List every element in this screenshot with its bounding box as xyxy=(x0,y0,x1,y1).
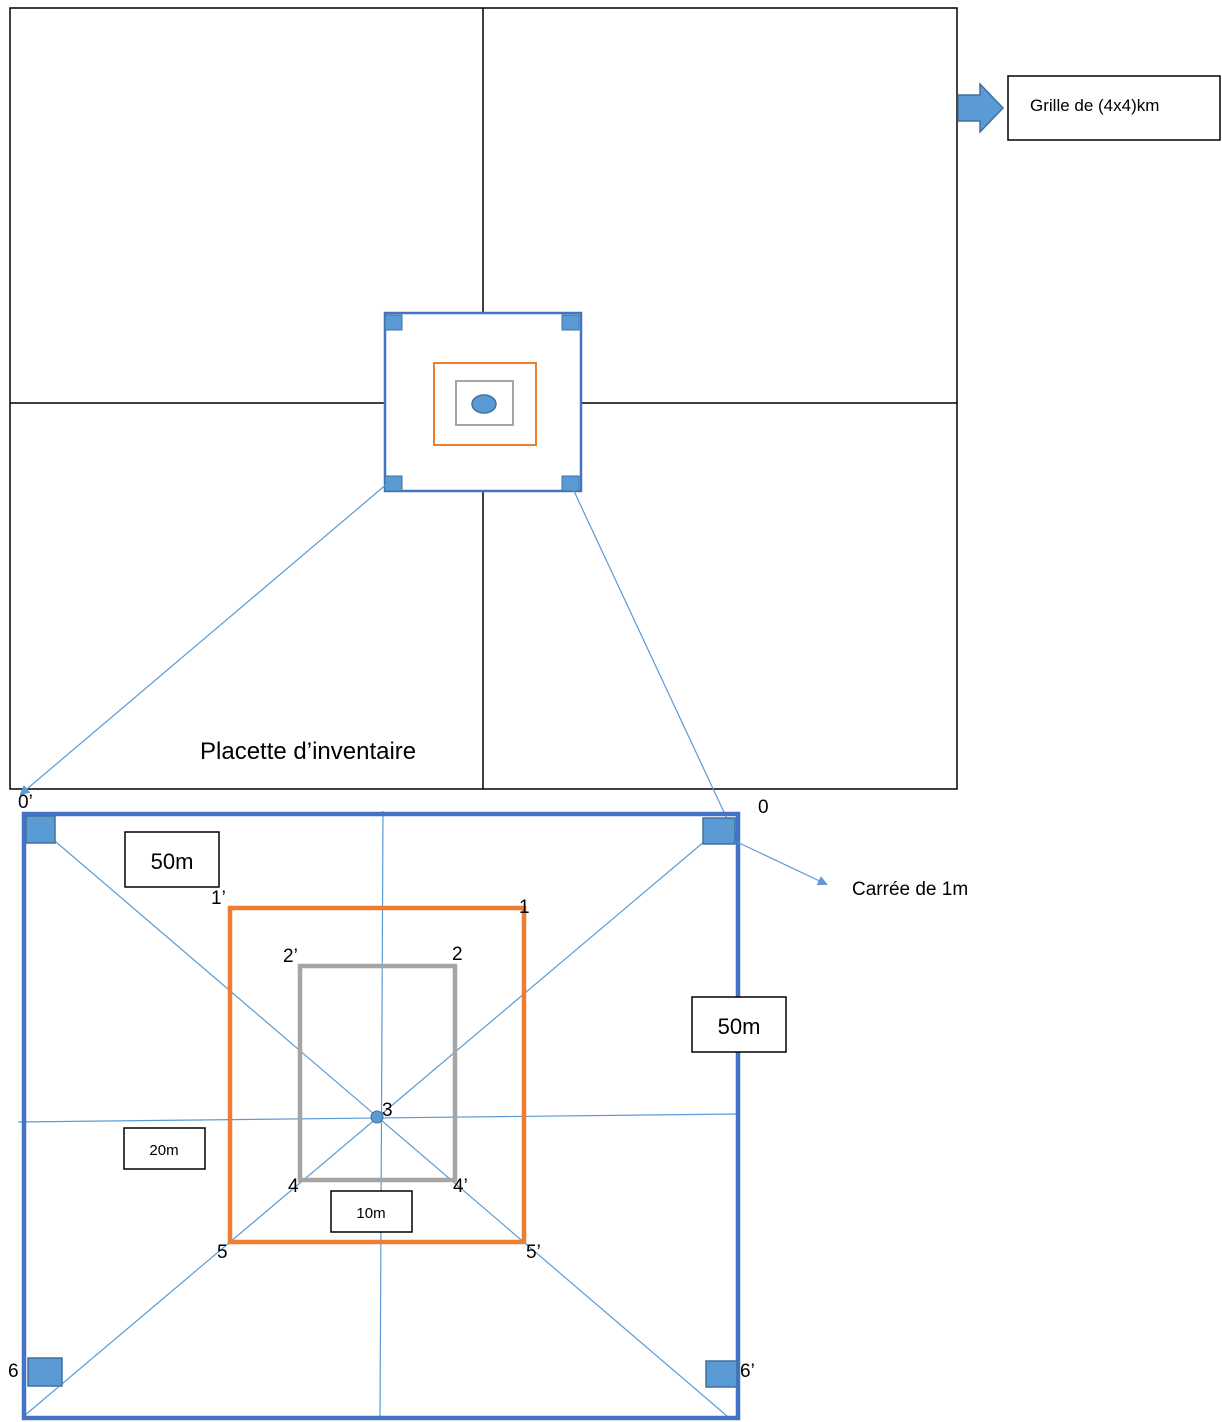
dim-box-inner xyxy=(330,1190,413,1233)
grid-4x4km xyxy=(9,7,958,790)
mini-center-point xyxy=(471,394,497,414)
dim-label-top: 50m xyxy=(151,849,194,874)
square-callout-arrow xyxy=(736,841,828,886)
plot-label: Placette d’inventaire xyxy=(200,738,416,765)
corner-square-1m xyxy=(702,817,736,845)
gray-square-10m xyxy=(297,963,458,1183)
point-label-2-prime: 2’ xyxy=(283,946,298,967)
point-label-0-prime: 0’ xyxy=(18,792,33,813)
grid-label-callout: Grille de (4x4)km xyxy=(957,75,1221,141)
square-label: Carrée de 1m xyxy=(852,879,968,900)
corner-square-1m xyxy=(705,1360,738,1388)
point-label-6-prime: 6’ xyxy=(740,1361,755,1382)
plot-diagonal xyxy=(23,829,719,1417)
point-label-4: 4 xyxy=(288,1176,299,1197)
grid-label: Grille de (4x4)km xyxy=(1030,96,1159,115)
point-label-1-prime: 1’ xyxy=(211,888,226,909)
dim-label-middle: 20m xyxy=(149,1142,178,1159)
mini-gray-square xyxy=(455,380,514,426)
orange-square-20m xyxy=(227,905,527,1245)
dim-label-inner: 10m xyxy=(356,1205,385,1222)
mini-corner-square xyxy=(384,475,403,492)
dim-box-right xyxy=(691,996,787,1053)
mini-corner-square xyxy=(561,475,580,492)
mini-orange-square xyxy=(433,362,537,446)
point-label-4-prime: 4’ xyxy=(453,1176,468,1197)
corner-square-1m xyxy=(25,815,56,844)
zoom-line-right xyxy=(572,488,739,842)
detail-plot xyxy=(17,810,741,1421)
corner-square-1m xyxy=(27,1357,63,1387)
right-arrow-icon xyxy=(957,82,1005,134)
mini-corner-square xyxy=(561,314,580,331)
zoom-line-left xyxy=(19,482,389,796)
grid-label-box xyxy=(1007,75,1221,141)
dim-box-middle xyxy=(123,1127,206,1170)
dim-label-right: 50m xyxy=(718,1014,761,1039)
point-label-6: 6 xyxy=(8,1361,19,1382)
point-label-1: 1 xyxy=(519,897,530,918)
dim-box-top xyxy=(124,831,220,888)
plot-diagonal xyxy=(41,829,728,1417)
point-label-0: 0 xyxy=(758,797,769,818)
outer-square-50m xyxy=(21,811,741,1421)
center-point xyxy=(370,1110,384,1124)
point-label-5: 5 xyxy=(217,1242,228,1263)
mini-corner-square xyxy=(384,314,403,331)
point-label-5-prime: 5’ xyxy=(526,1242,541,1263)
point-label-2: 2 xyxy=(452,944,463,965)
point-label-3: 3 xyxy=(382,1100,393,1121)
mini-plot xyxy=(383,311,583,493)
